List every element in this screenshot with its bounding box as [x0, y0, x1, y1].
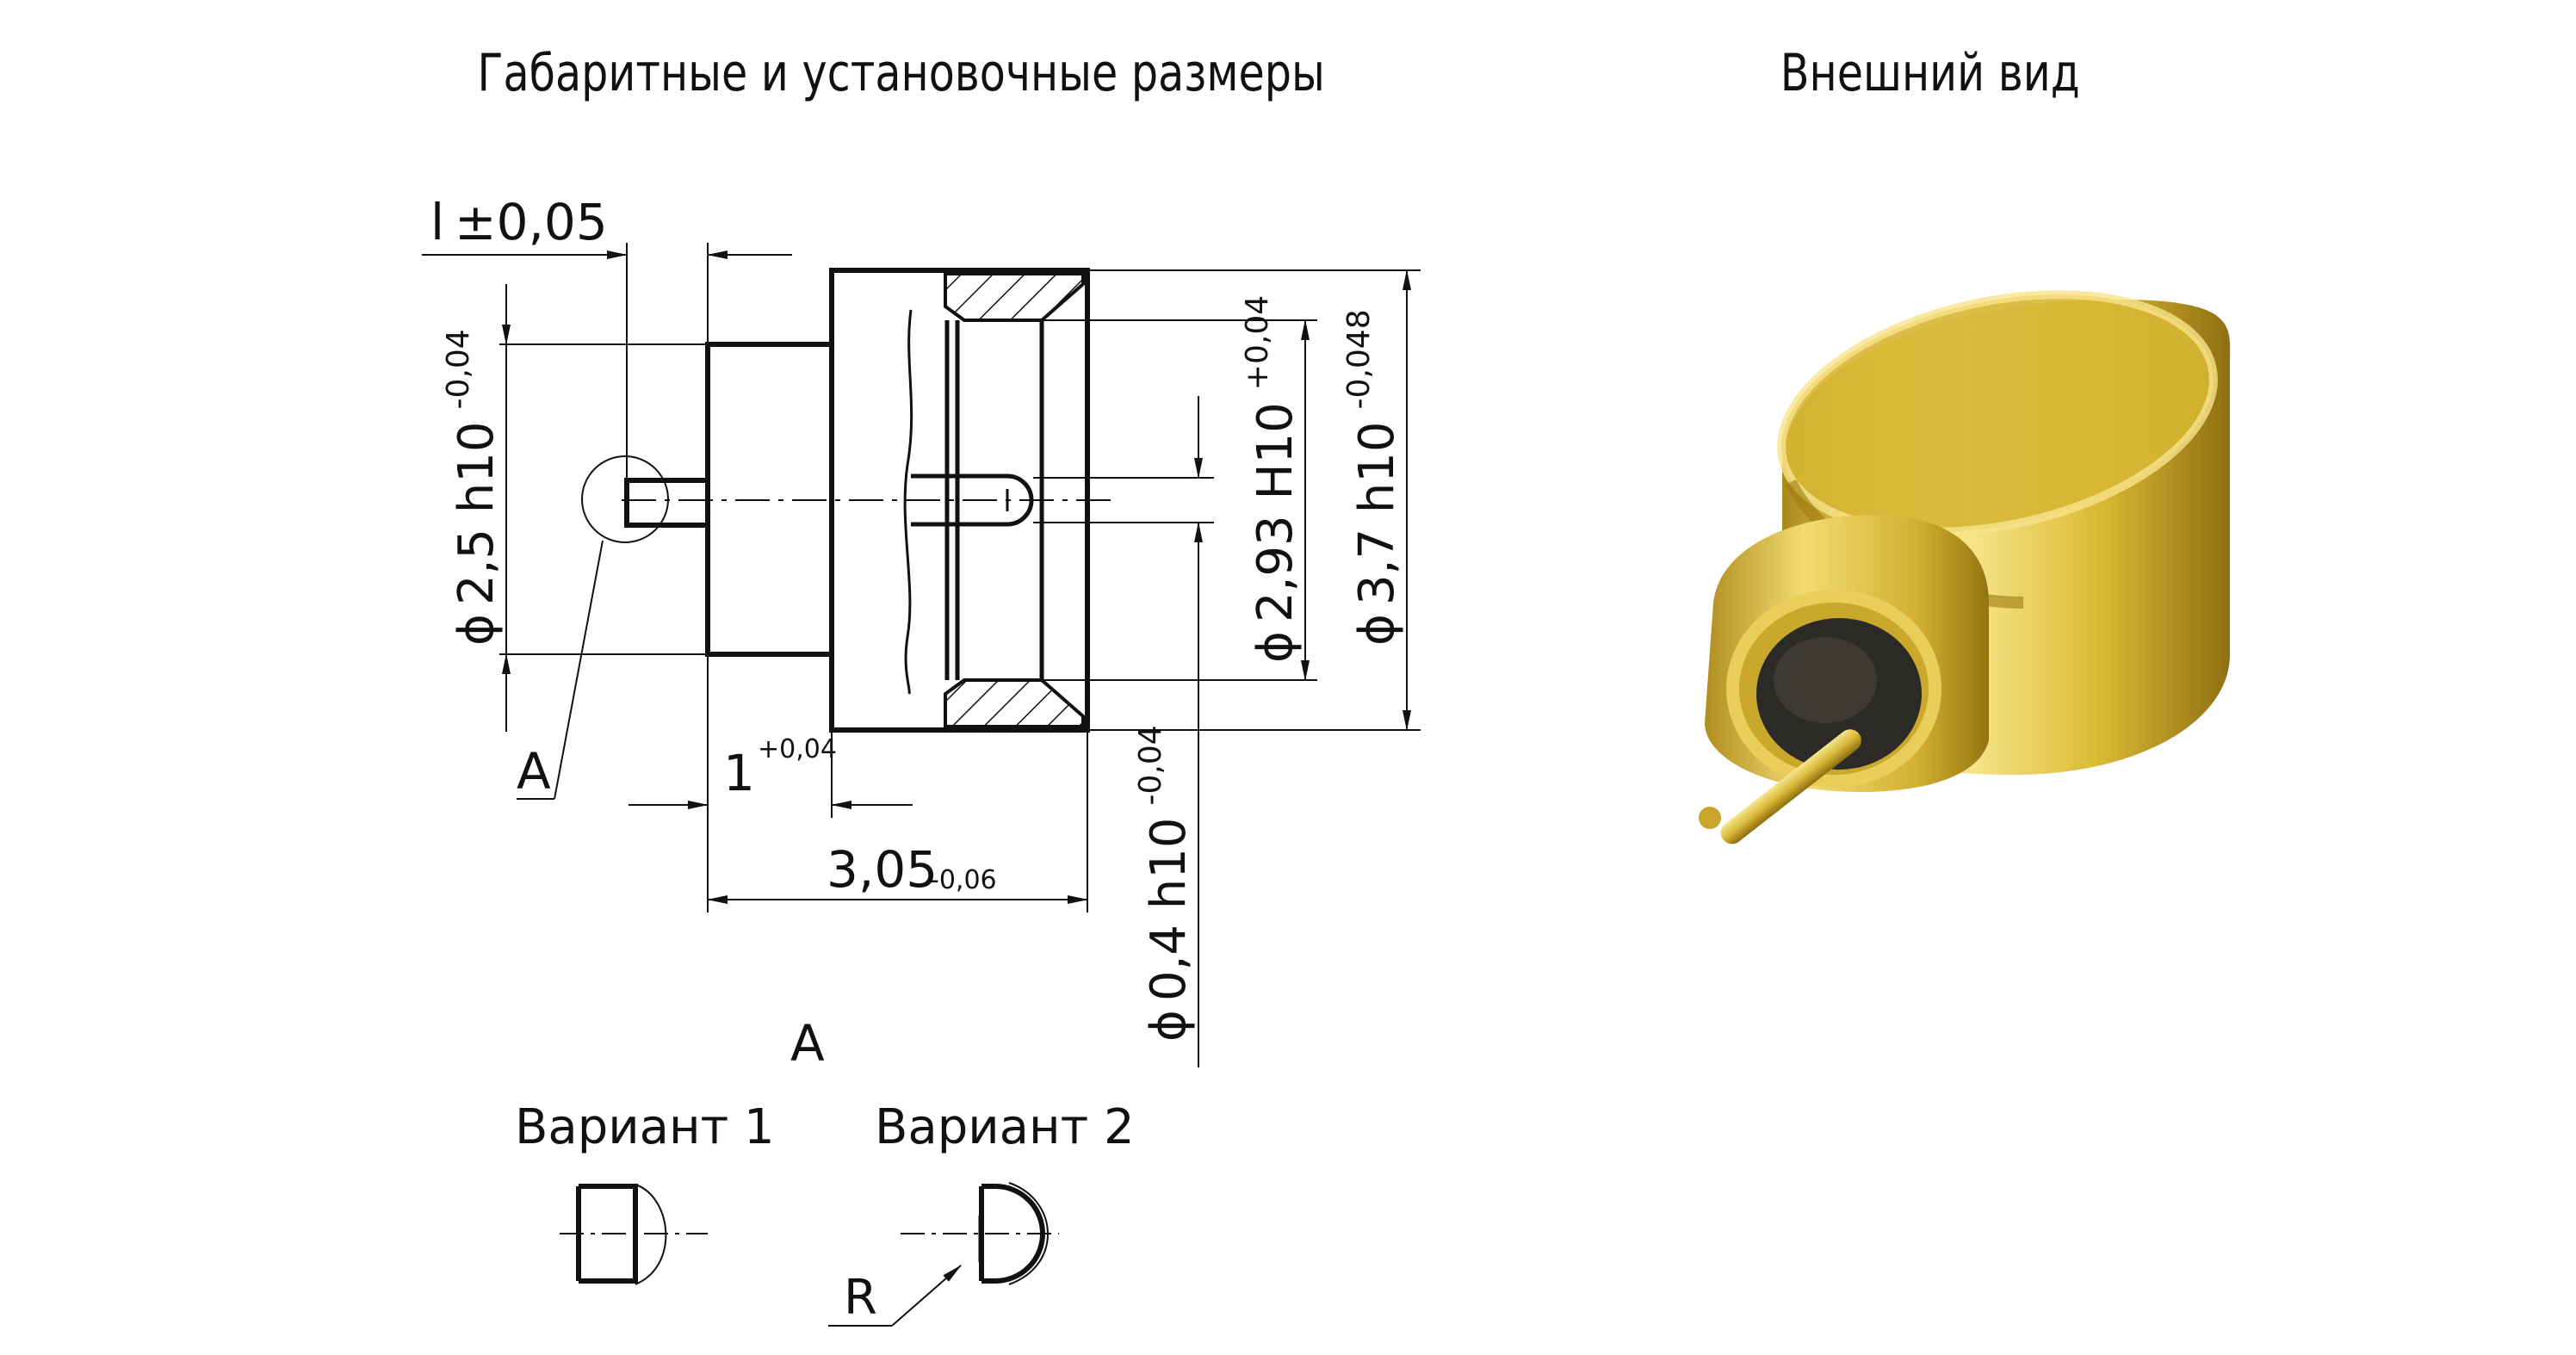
dimension-lines	[422, 243, 1421, 1067]
detail-callout-letter: A	[517, 742, 551, 801]
diameter-symbol: ϕ	[449, 614, 505, 646]
detail-title: A	[790, 1014, 825, 1073]
detail-a: A Вариант 1 Вариант 2 R	[515, 1014, 1135, 1327]
len-1-value: 1	[723, 744, 755, 802]
dia-0-4-label: ϕ0,4 h10-0,04	[1133, 725, 1197, 1042]
len-3-05-value: 3,05	[827, 840, 938, 899]
variant-2-label: Вариант 2	[875, 1099, 1135, 1155]
break-line	[903, 309, 913, 695]
drawing-title: Габаритные и установочные размеры	[477, 43, 1325, 103]
section-hatch-bottom	[944, 678, 1085, 728]
appearance-title: Внешний вид	[1780, 43, 2080, 103]
radius-label: R	[844, 1270, 877, 1326]
connector-photo	[1699, 290, 2231, 845]
len-3-05-tolerance: -0,06	[930, 865, 997, 895]
pin-length-name: l	[430, 193, 444, 251]
section-view	[581, 268, 1119, 733]
pin-length-tolerance: ±0,05	[455, 193, 608, 251]
dia-2-93-label: ϕ2,93 H10+0,04	[1240, 295, 1303, 663]
variant-1-drawing	[560, 1184, 708, 1285]
dia-3-7-label: ϕ3,7 h10-0,048	[1341, 309, 1405, 646]
dia-2-5-label: ϕ2,5 h10-0,04	[441, 329, 505, 646]
variant-1-label: Вариант 1	[515, 1099, 775, 1155]
len-1-tolerance: +0,04	[758, 734, 837, 764]
detail-callout-circle	[581, 455, 669, 543]
variant-2-drawing: R	[828, 1182, 1059, 1327]
section-hatch-top	[944, 272, 1085, 322]
dimension-texts: l ±0,05 ϕ2,5 h10-0,04 ϕ2,93 H10+0,04 ϕ3,…	[430, 193, 1405, 1042]
